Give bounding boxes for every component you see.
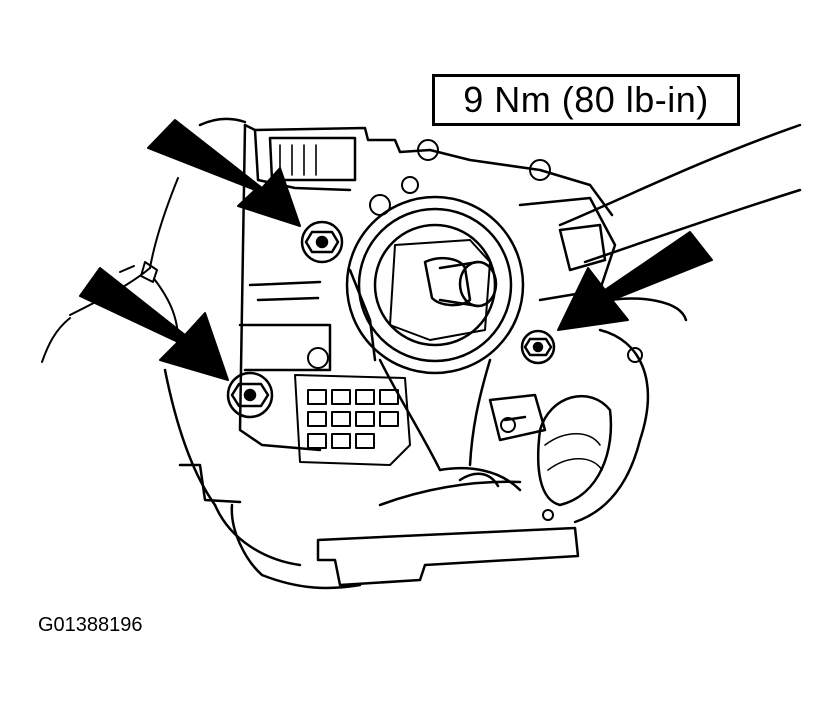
nut-icon (226, 371, 274, 419)
top-fittings (307, 139, 643, 521)
steering-shaft-tube (558, 123, 802, 322)
bolt-icon-right (520, 329, 556, 365)
lower-bracket (316, 466, 580, 587)
wiring-harness (41, 177, 180, 363)
right-switch-assembly (488, 196, 649, 524)
housing-outline (163, 117, 362, 590)
steering-shaft (423, 256, 498, 308)
torque-spec-label: 9 Nm (80 lb-in) (432, 74, 740, 126)
figure-id: G01388196 (38, 614, 143, 636)
arrow-icon-left (79, 267, 229, 381)
arrow-icon (147, 119, 301, 227)
connector-grid (294, 374, 411, 466)
bolt-icon (300, 220, 344, 264)
arrow-icon-right (557, 231, 713, 331)
